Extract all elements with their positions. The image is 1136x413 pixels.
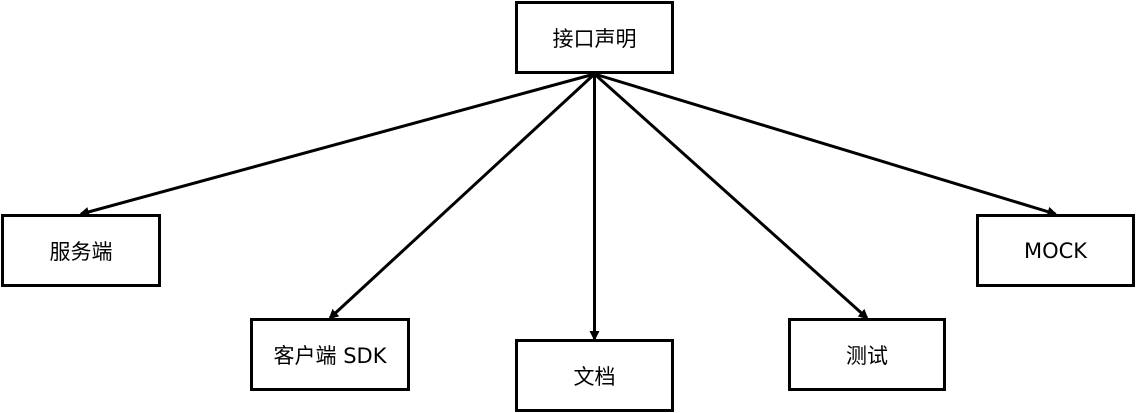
edge-arrow-server: [79, 72, 595, 217]
edge-arrow-mock: [594, 72, 1058, 217]
node-label: 服务端: [49, 239, 113, 264]
node-label: 客户端 SDK: [273, 343, 387, 368]
node-server: 服务端: [1, 214, 161, 287]
node-label: 接口声明: [552, 26, 637, 51]
node-test: 测试: [788, 318, 946, 391]
edge-arrow-client: [328, 72, 596, 320]
node-mock: MOCK: [976, 214, 1135, 287]
edge-arrow-test: [593, 72, 869, 320]
node-label: MOCK: [1023, 238, 1088, 263]
node-label: 文档: [573, 364, 616, 389]
node-label: 测试: [846, 343, 888, 368]
node-docs: 文档: [515, 339, 674, 412]
node-interface-declaration: 接口声明: [515, 1, 674, 74]
node-client-sdk: 客户端 SDK: [250, 318, 410, 391]
